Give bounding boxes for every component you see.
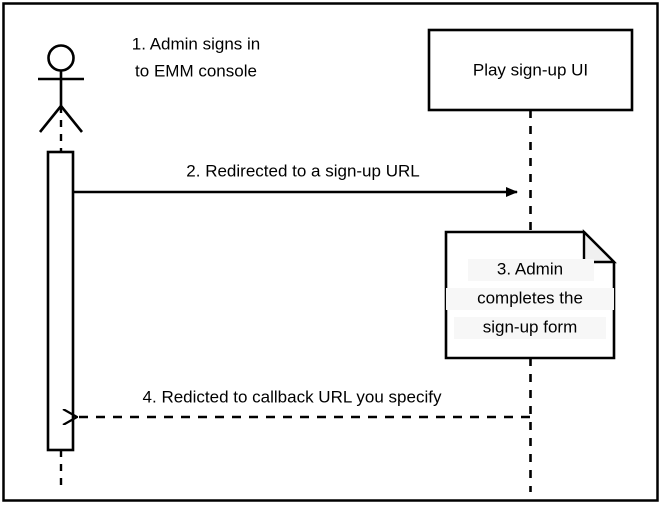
note-admin-completes-form: 3. Admin completes the sign-up form xyxy=(444,229,617,360)
note-folded-corner-icon xyxy=(582,229,617,264)
actor-head-icon xyxy=(47,44,75,72)
actor-stick-figure xyxy=(38,44,84,133)
actor-caption-line2: to EMM console xyxy=(135,61,257,80)
actor-leg-right-icon xyxy=(59,105,84,133)
note-text-highlight-line3 xyxy=(454,317,606,339)
participant-label-play-signup-ui: Play sign-up UI xyxy=(473,60,588,79)
note-text-highlight-line2 xyxy=(446,288,614,310)
note-text-line1: 3. Admin xyxy=(497,259,563,278)
note-text-highlight-line1 xyxy=(468,259,594,281)
actor-caption-line1: 1. Admin signs in xyxy=(132,34,261,53)
actor-leg-left-icon xyxy=(38,105,63,133)
message-2-label: 2. Redirected to a sign-up URL xyxy=(186,161,419,180)
message-4-label: 4. Redicted to callback URL you specify xyxy=(143,387,442,406)
note-text-line3: sign-up form xyxy=(483,317,577,336)
note-text-line2: completes the xyxy=(477,288,583,307)
actor-activation-bar xyxy=(46,150,75,452)
